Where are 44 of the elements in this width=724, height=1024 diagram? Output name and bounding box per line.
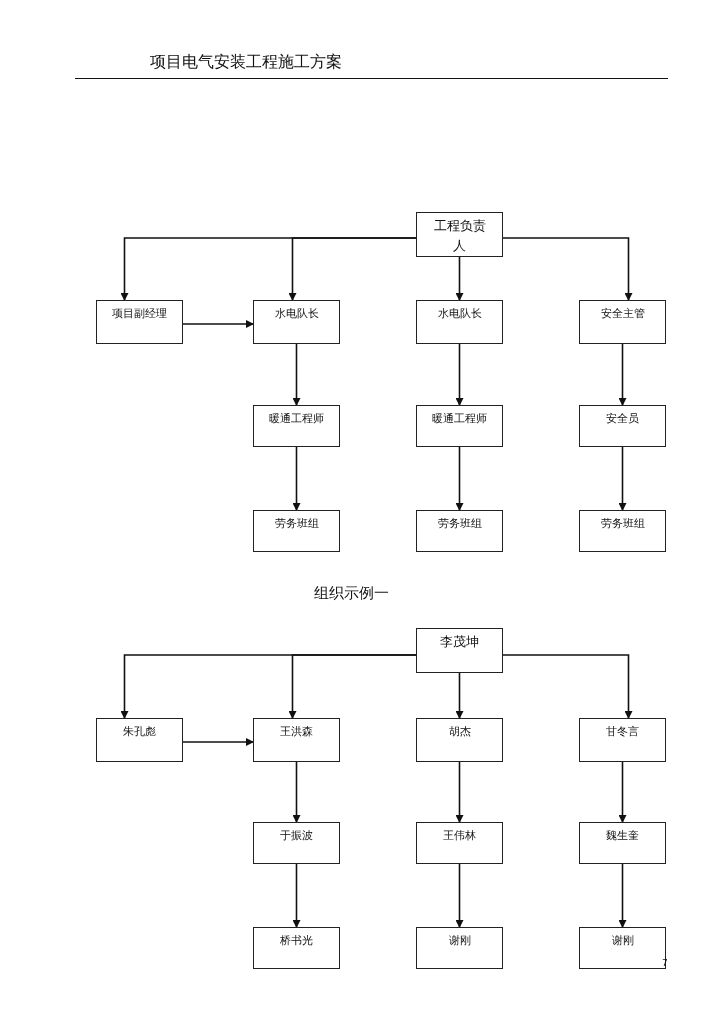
org-box: 魏生奎 (579, 822, 666, 864)
arrow (502, 237, 633, 301)
arrow (182, 320, 254, 328)
arrow (618, 343, 627, 406)
arrow (455, 256, 464, 301)
arrow (292, 863, 301, 928)
org-box: 劳务班组 (416, 510, 503, 552)
org-box: 安全主管 (579, 300, 666, 344)
arrow (618, 863, 627, 928)
org-box: 王伟林 (416, 822, 503, 864)
header-title: 项目电气安装工程施工方案 (150, 52, 342, 73)
arrow (292, 446, 301, 511)
arrow (288, 237, 417, 301)
org-box: 桥书光 (253, 927, 340, 969)
arrow (455, 761, 464, 823)
org-box: 李茂坤 (416, 628, 503, 673)
arrow (455, 672, 464, 719)
org-box: 王洪森 (253, 718, 340, 762)
arrow (292, 343, 301, 406)
arrow (455, 446, 464, 511)
org-box: 甘冬言 (579, 718, 666, 762)
arrow (502, 654, 633, 719)
arrow (288, 654, 417, 719)
org-box: 朱孔彪 (96, 718, 183, 762)
org-box: 水电队长 (253, 300, 340, 344)
org-box: 谢刚 (416, 927, 503, 969)
arrow (455, 343, 464, 406)
org-box: 于振波 (253, 822, 340, 864)
arrow (182, 738, 254, 746)
org-box: 工程负责人 (416, 212, 503, 257)
org-box: 劳务班组 (579, 510, 666, 552)
arrow (618, 761, 627, 823)
org-box: 安全员 (579, 405, 666, 447)
arrow (455, 863, 464, 928)
org-box: 劳务班组 (253, 510, 340, 552)
org-box: 项目副经理 (96, 300, 183, 344)
org-box: 胡杰 (416, 718, 503, 762)
arrow (292, 761, 301, 823)
arrow (618, 446, 627, 511)
org-box: 暖通工程师 (416, 405, 503, 447)
chart-caption: 组织示例一 (314, 584, 389, 603)
org-box: 水电队长 (416, 300, 503, 344)
page-number: 7 (662, 958, 668, 968)
org-box: 暖通工程师 (253, 405, 340, 447)
